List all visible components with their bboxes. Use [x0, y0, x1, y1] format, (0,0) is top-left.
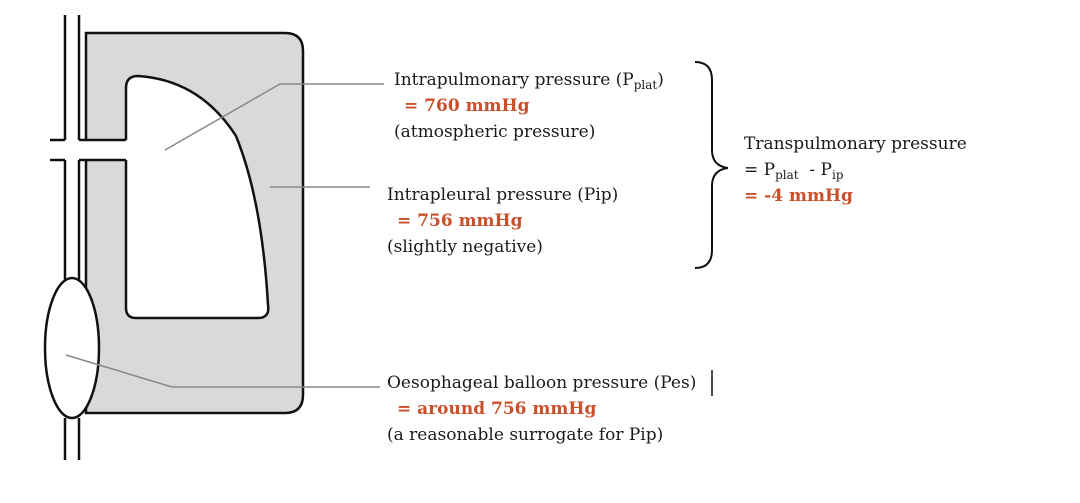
- oesophageal-balloon: [43, 276, 101, 420]
- leader-oesophageal: [65, 354, 380, 388]
- oesophageal-note: (a reasonable surrogate for Pip): [387, 425, 664, 445]
- intrapulmonary-note: (atmospheric pressure): [394, 122, 596, 142]
- leader-intrapulmonary: [164, 83, 384, 151]
- transpulmonary-value: = -4 mmHg: [744, 186, 853, 206]
- transpulmonary-formula: = Pplat - Pip: [744, 160, 844, 182]
- intrapleural-value: = 756 mmHg: [397, 211, 523, 231]
- lung: [124, 74, 270, 320]
- intrapleural-note: (slightly negative): [387, 237, 543, 257]
- oesophageal-label: Oesophageal balloon pressure (Pes) = aro…: [387, 370, 696, 448]
- intrapulmonary-label: Intrapulmonary pressure (Pplat) = 760 mm…: [394, 67, 664, 145]
- intrapleural-title: Intrapleural pressure (Pip): [387, 185, 619, 205]
- intrapleural-label: Intrapleural pressure (Pip) = 756 mmHg (…: [387, 182, 618, 260]
- transpulmonary-title: Transpulmonary pressure: [744, 134, 967, 154]
- intrapulmonary-value: = 760 mmHg: [404, 96, 530, 116]
- curly-brace: [694, 61, 729, 269]
- transpulmonary-label: Transpulmonary pressure = Pplat - Pip = …: [744, 131, 967, 209]
- oesophageal-title: Oesophageal balloon pressure (Pes): [387, 373, 697, 393]
- intrapulmonary-title: Intrapulmonary pressure (Pplat): [394, 70, 664, 92]
- oesophageal-value: = around 756 mmHg: [397, 399, 597, 419]
